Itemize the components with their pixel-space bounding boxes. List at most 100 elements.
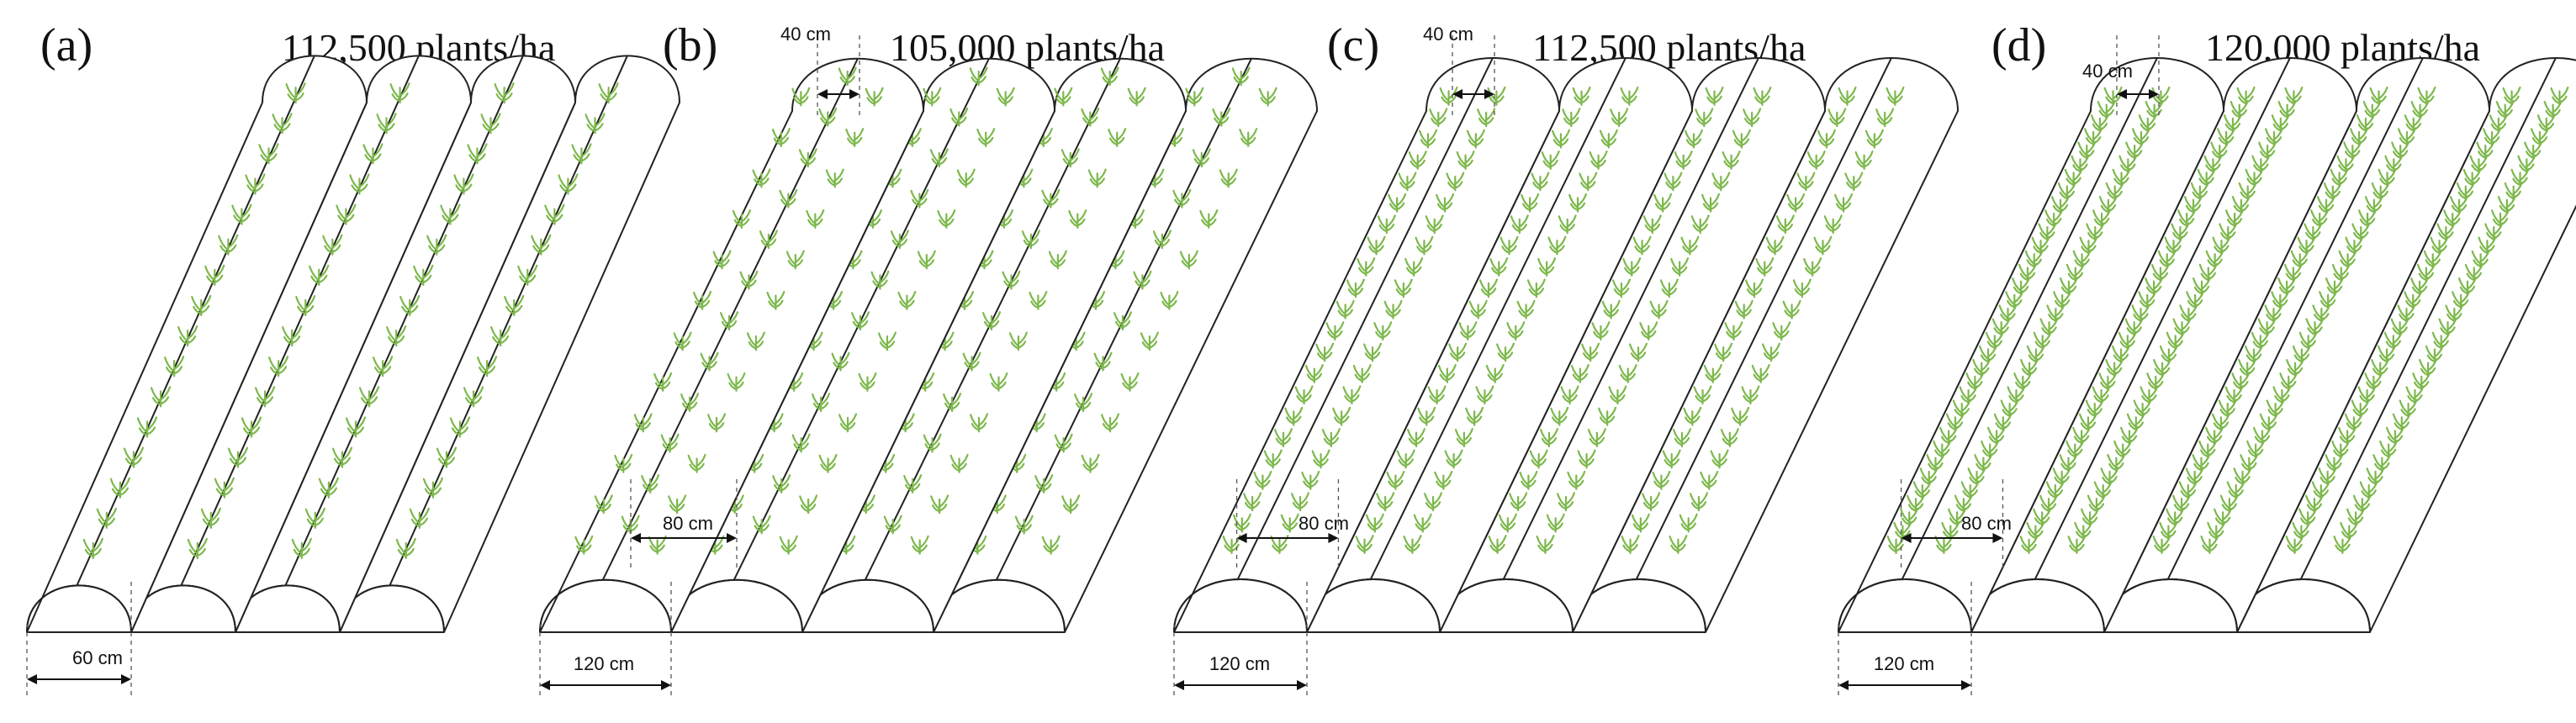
plant-icon: [399, 294, 421, 317]
plant-icon: [1659, 278, 1679, 298]
plant-icon: [930, 494, 949, 515]
plant-icon: [1939, 425, 1959, 446]
plant-icon: [531, 234, 552, 256]
plant-icon: [2369, 86, 2388, 106]
plant-icon: [2177, 208, 2197, 229]
plant-icon: [2384, 154, 2404, 174]
plant-icon: [1506, 321, 1526, 341]
panel-c: (c) 112,500 plants/ha 120 cm 80 cm 40 cm: [1173, 19, 1959, 699]
plant-icon: [1478, 278, 1498, 298]
plant-icon: [584, 113, 606, 135]
plant-icon: [1425, 214, 1444, 235]
plant-icon: [1700, 470, 1719, 490]
plant-spacing-dimension: [817, 35, 860, 118]
plant-icon: [996, 87, 1015, 107]
plant-icon: [732, 209, 751, 229]
plant-icon: [1383, 299, 1403, 319]
plant-icon: [1179, 250, 1198, 270]
plant-icon: [1701, 193, 1721, 213]
plant-icon: [1731, 406, 1750, 426]
plant-icon: [2057, 182, 2076, 201]
plant-icon: [373, 356, 394, 377]
plant-icon: [1152, 230, 1172, 250]
plant-icon: [1301, 470, 1320, 490]
plant-icon: [2431, 330, 2451, 351]
plant-icon: [1579, 172, 1598, 192]
plant-spacing-arrow: [1452, 89, 1494, 99]
plant-icon: [791, 433, 811, 453]
ridge-width-label: 120 cm: [574, 653, 634, 674]
plant-icon: [877, 331, 897, 351]
plant-icon: [1417, 406, 1436, 426]
plant-icon: [812, 393, 831, 413]
plant-icon: [1029, 291, 1048, 310]
plant-icon: [1570, 363, 1590, 383]
plant-icon: [1587, 428, 1606, 448]
row-spacing-label: 80 cm: [1961, 513, 2012, 534]
plant-icon: [989, 372, 1008, 392]
plant-icon: [2371, 182, 2390, 201]
plant-icon: [2271, 290, 2290, 310]
plant-icon: [2311, 480, 2330, 500]
plant-icon: [752, 168, 771, 188]
plant-icon: [1468, 299, 1488, 319]
plant-icon: [322, 234, 343, 256]
plant-icon: [1652, 470, 1671, 490]
plant-icon: [1133, 270, 1152, 290]
plant-icon: [1448, 342, 1468, 362]
plant-spacing-arrow: [817, 89, 860, 99]
plant-icon: [943, 393, 962, 413]
plant-icon: [2536, 113, 2556, 134]
plant-icon: [574, 535, 594, 555]
plant-icon: [136, 416, 158, 438]
ridge: [1572, 57, 1959, 633]
plant-icon: [779, 535, 798, 555]
plant-icon: [1061, 494, 1081, 515]
plant-icon: [1429, 108, 1448, 128]
plant-icon: [1068, 209, 1087, 229]
plant-icon: [2053, 290, 2072, 310]
plant-icon: [1332, 406, 1351, 426]
plant-spacing-dimension: [2116, 35, 2160, 118]
row-spacing-arrow: [1901, 533, 2003, 543]
plant-icon: [463, 386, 484, 408]
plant-icon: [2351, 398, 2370, 419]
plant-icon: [1034, 474, 1054, 494]
plant-icon: [838, 413, 858, 433]
plant-icon: [1589, 150, 1608, 170]
ridge-width-label: 120 cm: [1209, 653, 1270, 674]
plant-icon: [2192, 453, 2211, 473]
plant-icon: [1959, 385, 1978, 405]
plant-icon: [970, 413, 989, 433]
plant-icon: [96, 507, 117, 529]
plant-icon: [1408, 150, 1427, 170]
plant-icon: [1424, 492, 1443, 512]
plant-icon: [1537, 257, 1557, 277]
plant-icon: [1304, 363, 1324, 383]
plant-icon: [633, 413, 653, 433]
plant-icon: [1439, 86, 1458, 106]
plant-icon: [150, 386, 172, 408]
plant-icon: [1834, 193, 1854, 213]
plant-icon: [1732, 129, 1751, 149]
plant-icon: [1054, 433, 1073, 453]
plant-icon: [1048, 250, 1067, 270]
plant-icon: [1622, 257, 1642, 277]
plant-icon: [1683, 406, 1702, 426]
plant-icon: [831, 351, 850, 372]
plant-icon: [2264, 127, 2283, 147]
plant-icon: [1823, 214, 1843, 235]
plant-icon: [1568, 193, 1588, 213]
plant-icon: [2212, 235, 2231, 256]
panel-label: (b): [663, 19, 717, 71]
ridge: [235, 55, 576, 633]
plant-icon: [1724, 321, 1743, 341]
plant-icon: [779, 188, 798, 208]
plant-icon: [2077, 140, 2097, 161]
plant-icon: [1516, 299, 1536, 319]
plant-icon: [1352, 363, 1372, 383]
plant-icon: [2378, 344, 2397, 364]
plant-icon: [1529, 449, 1548, 469]
plant-icon: [1418, 129, 1437, 149]
